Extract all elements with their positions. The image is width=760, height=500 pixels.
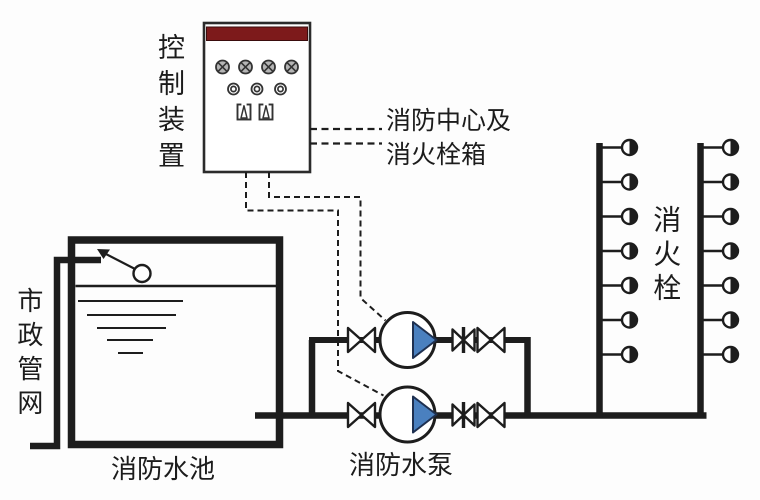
hydrant-icon — [699, 276, 740, 295]
pump-symbol — [378, 311, 438, 369]
gate-valve — [346, 401, 377, 429]
hydrant-icon — [699, 207, 740, 226]
fire-water-tank — [67, 236, 284, 449]
signal-to-pump-2 — [245, 172, 384, 397]
hydrant-icon — [699, 345, 740, 364]
label-fire-hydrant: 消火栓 — [650, 205, 682, 307]
hydrant-icon — [598, 242, 639, 260]
check-valve — [450, 400, 477, 430]
float-valve — [97, 249, 152, 284]
hydrant-icon — [699, 242, 740, 260]
label-control-device: 控制装置 — [154, 33, 185, 177]
control-panel — [202, 21, 312, 174]
float-ball — [132, 263, 152, 284]
pump-branch-upper — [346, 311, 506, 369]
hydrants-left-riser — [598, 138, 639, 364]
check-valve — [450, 325, 477, 355]
gate-valve — [476, 326, 506, 354]
label-municipal-network: 市政管网 — [13, 287, 44, 423]
label-fire-center-line1: 消防中心及 — [386, 107, 512, 135]
municipal-inlet-pipe — [30, 256, 101, 450]
hydrants-right-riser — [699, 138, 740, 364]
pump-symbol — [378, 385, 438, 444]
water-surface-hatching — [78, 300, 183, 354]
round-indicator-lamps — [227, 82, 287, 96]
hydrant-icon — [598, 311, 639, 329]
gate-valve — [476, 401, 506, 429]
hydrant-icon — [699, 138, 740, 157]
hydrant-icon — [699, 173, 740, 191]
signal-to-pump-1 — [268, 172, 387, 322]
hydrant-icon — [598, 138, 639, 157]
label-fire-pump: 消防水泵 — [349, 450, 454, 480]
hydrant-icon — [598, 276, 639, 295]
gate-valve — [346, 326, 377, 354]
label-fire-center-line2: 消火栓箱 — [386, 141, 487, 169]
hydrant-icon — [699, 311, 740, 329]
hydrant-icon — [598, 207, 639, 226]
signal-lines — [245, 127, 387, 397]
pump-branch-lower — [346, 385, 506, 444]
panel-header-bar — [206, 26, 308, 41]
label-fire-water-tank: 消防水池 — [111, 454, 216, 484]
hydrant-icon — [598, 345, 639, 364]
hydrant-icon — [598, 173, 639, 191]
